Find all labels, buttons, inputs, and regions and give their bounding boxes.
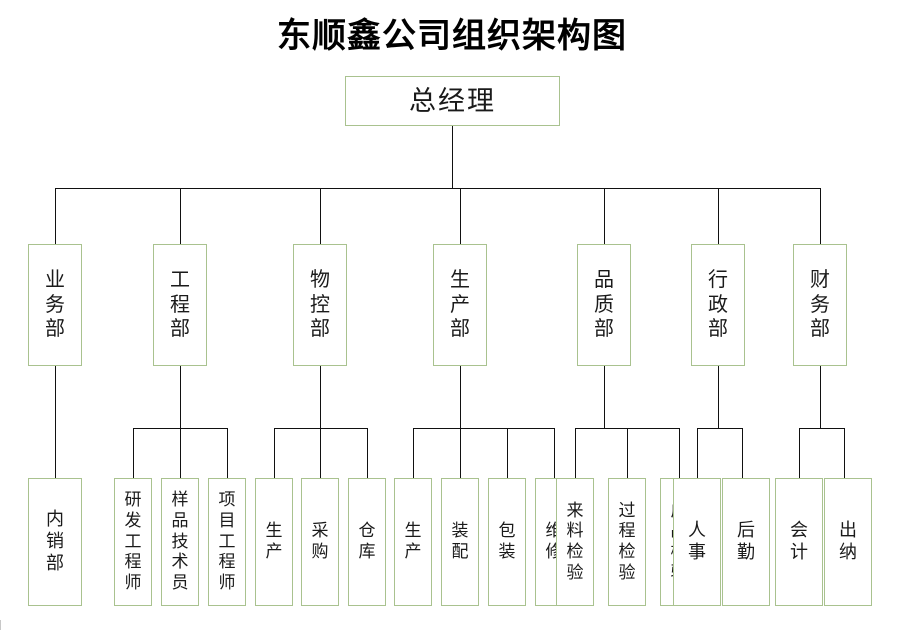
connector-drop-finance (820, 188, 821, 244)
connector-drop-engineering (180, 188, 181, 244)
node-label: 业 务 部 (45, 269, 65, 341)
node-label: 研 发 工 程 师 (124, 490, 142, 593)
node-engineering-dept[interactable]: 工 程 部 (153, 244, 207, 366)
node-finance-dept[interactable]: 财 务 部 (793, 244, 847, 366)
node-human-resources[interactable]: 人 事 (673, 478, 721, 606)
connector-drop-quality (604, 188, 605, 244)
node-mc-production[interactable]: 生 产 (255, 478, 293, 606)
connector-drop-administration (718, 188, 719, 244)
node-label: 样 品 技 术 员 (171, 490, 189, 593)
node-incoming-inspection[interactable]: 来 料 检 验 (556, 478, 594, 606)
connector-administration-drop-2 (742, 428, 743, 478)
connector-quality-drop-1 (575, 428, 576, 478)
node-label: 内 销 部 (46, 509, 64, 573)
node-cashier[interactable]: 出 纳 (824, 478, 872, 606)
node-label: 财 务 部 (810, 269, 830, 341)
node-label: 品 质 部 (594, 269, 614, 341)
node-administration-dept[interactable]: 行 政 部 (691, 244, 745, 366)
connector-production-drop-4 (554, 428, 555, 478)
node-label: 仓 库 (358, 521, 376, 561)
connector-production-drop-2 (460, 428, 461, 478)
connector-production-drop-1 (413, 428, 414, 478)
node-label: 人 事 (688, 520, 706, 562)
node-label: 会 计 (790, 520, 808, 562)
node-label: 工 程 部 (170, 269, 190, 341)
connector-engineering-drop-2 (180, 428, 181, 478)
node-general-manager[interactable]: 总经理 (345, 76, 560, 126)
connector-engineering-drop-3 (227, 428, 228, 478)
connector-material-control-drop-2 (320, 428, 321, 478)
page-title: 东顺鑫公司组织架构图 (277, 18, 627, 55)
connector-administration-stem (718, 366, 719, 428)
node-quality-dept[interactable]: 品 质 部 (577, 244, 631, 366)
node-label: 过 程 检 验 (618, 500, 636, 582)
node-label: 出 纳 (839, 520, 857, 562)
connector-finance-drop-1 (799, 428, 800, 478)
connector-engineering-stem (180, 366, 181, 428)
connector-material-control-drop-1 (274, 428, 275, 478)
connector-production-bus (413, 428, 554, 429)
node-assembly[interactable]: 装 配 (441, 478, 479, 606)
node-label: 总经理 (409, 85, 496, 116)
connector-drop-material-control (320, 188, 321, 244)
node-production-dept[interactable]: 生 产 部 (433, 244, 487, 366)
node-label: 后 勤 (737, 520, 755, 562)
connector-production-stem (460, 366, 461, 428)
node-sample-technician[interactable]: 样 品 技 术 员 (161, 478, 199, 606)
connector-material-control-drop-3 (367, 428, 368, 478)
connector-sales-to-child (55, 366, 56, 478)
connector-administration-drop-1 (697, 428, 698, 478)
node-process-inspection[interactable]: 过 程 检 验 (608, 478, 646, 606)
connector-drop-sales (55, 188, 56, 244)
node-label: 物 控 部 (310, 269, 330, 341)
connector-quality-drop-2 (627, 428, 628, 478)
connector-administration-bus (697, 428, 742, 429)
connector-production-drop-3 (507, 428, 508, 478)
connector-finance-drop-2 (844, 428, 845, 478)
node-label: 采 购 (311, 521, 329, 561)
node-label: 装 配 (451, 521, 469, 561)
node-packaging[interactable]: 包 装 (488, 478, 526, 606)
connector-drop-production (460, 188, 461, 244)
node-label: 行 政 部 (708, 269, 728, 341)
node-rd-engineer[interactable]: 研 发 工 程 师 (114, 478, 152, 606)
connector-finance-stem (820, 366, 821, 428)
node-sales-dept[interactable]: 业 务 部 (28, 244, 82, 366)
connector-finance-bus (799, 428, 844, 429)
connector-material-control-stem (320, 366, 321, 428)
node-material-control-dept[interactable]: 物 控 部 (293, 244, 347, 366)
node-label: 生 产 部 (450, 269, 470, 341)
node-purchasing[interactable]: 采 购 (301, 478, 339, 606)
connector-engineering-drop-1 (133, 428, 134, 478)
node-domestic-sales[interactable]: 内 销 部 (28, 478, 82, 606)
node-label: 项 目 工 程 师 (218, 490, 236, 593)
node-label: 包 装 (498, 521, 516, 561)
connector-quality-stem (604, 366, 605, 428)
connector-main-bus (55, 188, 821, 189)
node-label: 生 产 (404, 521, 422, 561)
node-warehouse[interactable]: 仓 库 (348, 478, 386, 606)
connector-quality-drop-3 (679, 428, 680, 478)
page-corner-mark-left (0, 620, 11, 630)
node-logistics[interactable]: 后 勤 (722, 478, 770, 606)
page-corner-mark-right (894, 620, 904, 630)
node-label: 生 产 (265, 521, 283, 561)
node-accounting[interactable]: 会 计 (775, 478, 823, 606)
node-label: 来 料 检 验 (566, 500, 584, 582)
connector-root-stem (452, 126, 453, 188)
node-project-engineer[interactable]: 项 目 工 程 师 (208, 478, 246, 606)
node-prod-production[interactable]: 生 产 (394, 478, 432, 606)
